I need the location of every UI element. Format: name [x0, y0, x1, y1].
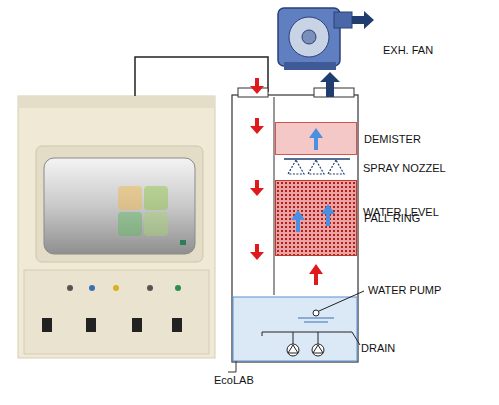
valve-knob [175, 285, 181, 291]
flow-arrow [309, 264, 323, 285]
watermark-square [144, 186, 168, 210]
drain-pipe [228, 361, 236, 372]
water-level-line [304, 322, 328, 323]
fan-impeller [289, 17, 329, 57]
sash-frame [36, 146, 203, 262]
part-label: SPRAY NOZZEL [363, 162, 446, 174]
leader-line [352, 332, 360, 345]
flow-arrow [250, 78, 264, 94]
water-level-line [298, 317, 334, 318]
demister-band: DEMISTER [275, 122, 357, 155]
gas-arrow [291, 210, 305, 232]
flow-arrow [250, 180, 264, 196]
valve-knob [113, 285, 119, 291]
valve-knob [147, 285, 153, 291]
hood-lower-panel [24, 270, 209, 354]
exhaust-arrow [352, 11, 374, 29]
scrubber-tower [232, 95, 358, 362]
part-label: WATER LEVEL [363, 206, 439, 218]
inlet-cap [238, 88, 268, 97]
water-tank [233, 297, 357, 361]
spray-header [284, 158, 350, 160]
spray-nozzle [328, 160, 344, 174]
fan-hub [302, 30, 316, 44]
water-pump [313, 345, 323, 353]
pump-pipe [318, 332, 319, 344]
valve-knob [89, 285, 95, 291]
outlet-cap [314, 88, 354, 97]
fan-outlet [334, 12, 352, 28]
hood-top [18, 96, 215, 108]
valve-knob [67, 285, 73, 291]
water-pump [288, 345, 298, 353]
fan-label: EXH. FAN [383, 44, 433, 56]
socket [42, 318, 52, 332]
spray-nozzle [308, 160, 324, 174]
watermark-square [118, 212, 142, 236]
socket [86, 318, 96, 332]
flow-arrow [250, 118, 264, 134]
spray-nozzle [288, 160, 304, 174]
water-pump [312, 344, 324, 356]
gas-arrow [321, 204, 335, 226]
watermark-square [118, 186, 142, 210]
fan-housing [278, 8, 340, 66]
hood-indicator [180, 240, 186, 245]
water-pump [287, 344, 299, 356]
part-label: WATER PUMP [368, 284, 441, 296]
part-label: DRAIN [361, 342, 395, 354]
part-label: EcoLAB [214, 374, 254, 386]
hood-window [44, 158, 195, 254]
socket [172, 318, 182, 332]
exhaust-arrow [320, 72, 340, 97]
hood-body [18, 96, 215, 358]
pump-pipe [262, 332, 352, 336]
flow-arrow [250, 244, 264, 260]
part-label: DEMISTER [364, 133, 421, 145]
leader-line [319, 291, 364, 311]
pall-ring-band: PALL RING [275, 180, 357, 256]
pump-pipe [293, 332, 294, 344]
level-float [313, 310, 319, 316]
gas-arrow [309, 128, 323, 150]
duct-line [135, 57, 268, 96]
fan-base [284, 62, 336, 70]
watermark-square [144, 212, 168, 236]
socket [132, 318, 142, 332]
